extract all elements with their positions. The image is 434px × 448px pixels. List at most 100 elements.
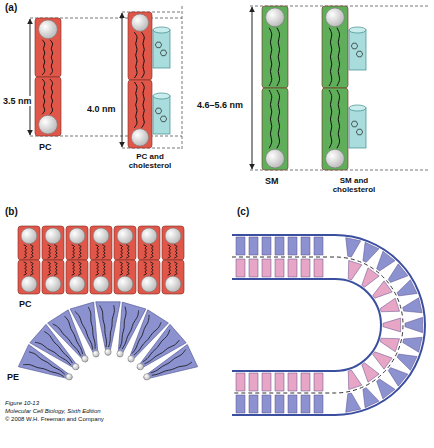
dimension-label: 3.5 nm xyxy=(2,96,33,106)
fatty-tail xyxy=(72,262,75,275)
membrane-lipid xyxy=(262,237,271,255)
membrane-lipid xyxy=(249,237,258,255)
fatty-tail xyxy=(168,245,171,258)
fatty-tail xyxy=(96,245,99,258)
membrane-lipid xyxy=(275,237,284,255)
lipid xyxy=(128,80,152,148)
fatty-tail xyxy=(78,262,81,275)
fatty-tail xyxy=(174,245,177,258)
membrane-lipid xyxy=(362,268,379,287)
pe-lipid xyxy=(144,344,198,379)
fatty-tail xyxy=(102,245,105,258)
membrane-lipid xyxy=(377,251,395,271)
fatty-tail xyxy=(126,262,129,275)
membrane-lipid xyxy=(288,395,297,413)
membrane-lipid xyxy=(275,373,284,391)
fatty-tail xyxy=(337,90,340,148)
fatty-tail xyxy=(120,262,123,275)
membrane-lipid xyxy=(380,338,399,352)
fatty-tail xyxy=(72,245,75,258)
pe-lipid xyxy=(70,302,98,357)
fatty-tail xyxy=(96,262,99,275)
lipid xyxy=(66,260,88,294)
lipid-label: PC and cholesterol xyxy=(118,152,182,170)
fatty-tail xyxy=(126,245,129,258)
lipid xyxy=(18,260,40,294)
membrane-lipid xyxy=(346,238,361,257)
membrane-lipid xyxy=(314,259,323,277)
fatty-tail xyxy=(54,245,57,258)
lipid xyxy=(114,260,136,294)
lipid xyxy=(128,12,152,80)
lipid xyxy=(262,88,288,170)
fatty-tail xyxy=(24,262,27,275)
lipid xyxy=(138,260,160,294)
lipid xyxy=(35,77,61,136)
membrane-lipid xyxy=(301,259,310,277)
membrane-lipid xyxy=(236,395,245,413)
membrane-lipid xyxy=(314,373,323,391)
membrane-lipid xyxy=(301,237,310,255)
figure-credit: © 2008 W.H. Freeman and Company xyxy=(4,416,105,423)
fatty-tail xyxy=(50,40,53,75)
cholesterol xyxy=(349,27,366,70)
membrane-lipid xyxy=(373,352,392,369)
membrane-lipid xyxy=(262,373,271,391)
membrane-lipid xyxy=(363,242,379,262)
lipid xyxy=(262,6,288,88)
lipid xyxy=(114,226,136,260)
membrane-lipid xyxy=(301,395,310,413)
fatty-tail xyxy=(48,262,51,275)
membrane-lipid xyxy=(348,370,362,389)
fatty-tail xyxy=(269,90,272,148)
membrane-lipid xyxy=(314,395,323,413)
membrane-lipid xyxy=(403,298,422,313)
membrane-lipid xyxy=(249,395,258,413)
fatty-tail xyxy=(50,79,53,114)
fatty-tail xyxy=(42,40,45,75)
lipid-label: SM and cholesterol xyxy=(318,176,390,194)
membrane-lipid xyxy=(275,395,284,413)
membrane-lipid xyxy=(373,281,392,298)
fatty-tail xyxy=(277,90,280,148)
fatty-tail xyxy=(78,245,81,258)
dashed-guides xyxy=(30,6,430,170)
cholesterol xyxy=(153,27,170,68)
fatty-tail xyxy=(150,245,153,258)
lipid xyxy=(42,260,64,294)
fatty-tail xyxy=(337,28,340,86)
membrane-lipid xyxy=(397,280,417,296)
membrane-lipid xyxy=(388,264,408,283)
lipid-label: PC xyxy=(18,299,33,309)
panel-letter: (b) xyxy=(4,206,19,218)
membrane-lipid xyxy=(275,259,284,277)
lipid xyxy=(90,226,112,260)
fatty-tail xyxy=(30,245,33,258)
lipid-label: PE xyxy=(6,372,20,382)
membrane-lipid xyxy=(362,363,379,382)
fatty-tail xyxy=(30,262,33,275)
panel-letter: (a) xyxy=(4,2,18,14)
membrane-lipid xyxy=(236,237,245,255)
pe-lipid xyxy=(96,302,121,355)
lipid-bilayers-a xyxy=(35,6,366,170)
membrane-lipid xyxy=(288,373,297,391)
lipid xyxy=(322,88,348,170)
membrane-lipid xyxy=(346,393,361,412)
lipid-label: SM xyxy=(264,176,280,186)
lipid xyxy=(138,226,160,260)
membrane-lipid xyxy=(314,237,323,255)
membrane-lipid xyxy=(262,259,271,277)
membrane-lipid xyxy=(388,368,408,387)
membrane-lipid xyxy=(301,373,310,391)
fatty-tail xyxy=(134,32,137,78)
membrane-lipid xyxy=(249,259,258,277)
lipid xyxy=(35,18,61,77)
membrane-lipid xyxy=(262,395,271,413)
membrane-lipid xyxy=(363,388,379,408)
membrane-lipid xyxy=(380,298,399,312)
membrane-lipid xyxy=(405,317,423,332)
membrane-lipid xyxy=(236,259,245,277)
fatty-tail xyxy=(134,82,137,128)
